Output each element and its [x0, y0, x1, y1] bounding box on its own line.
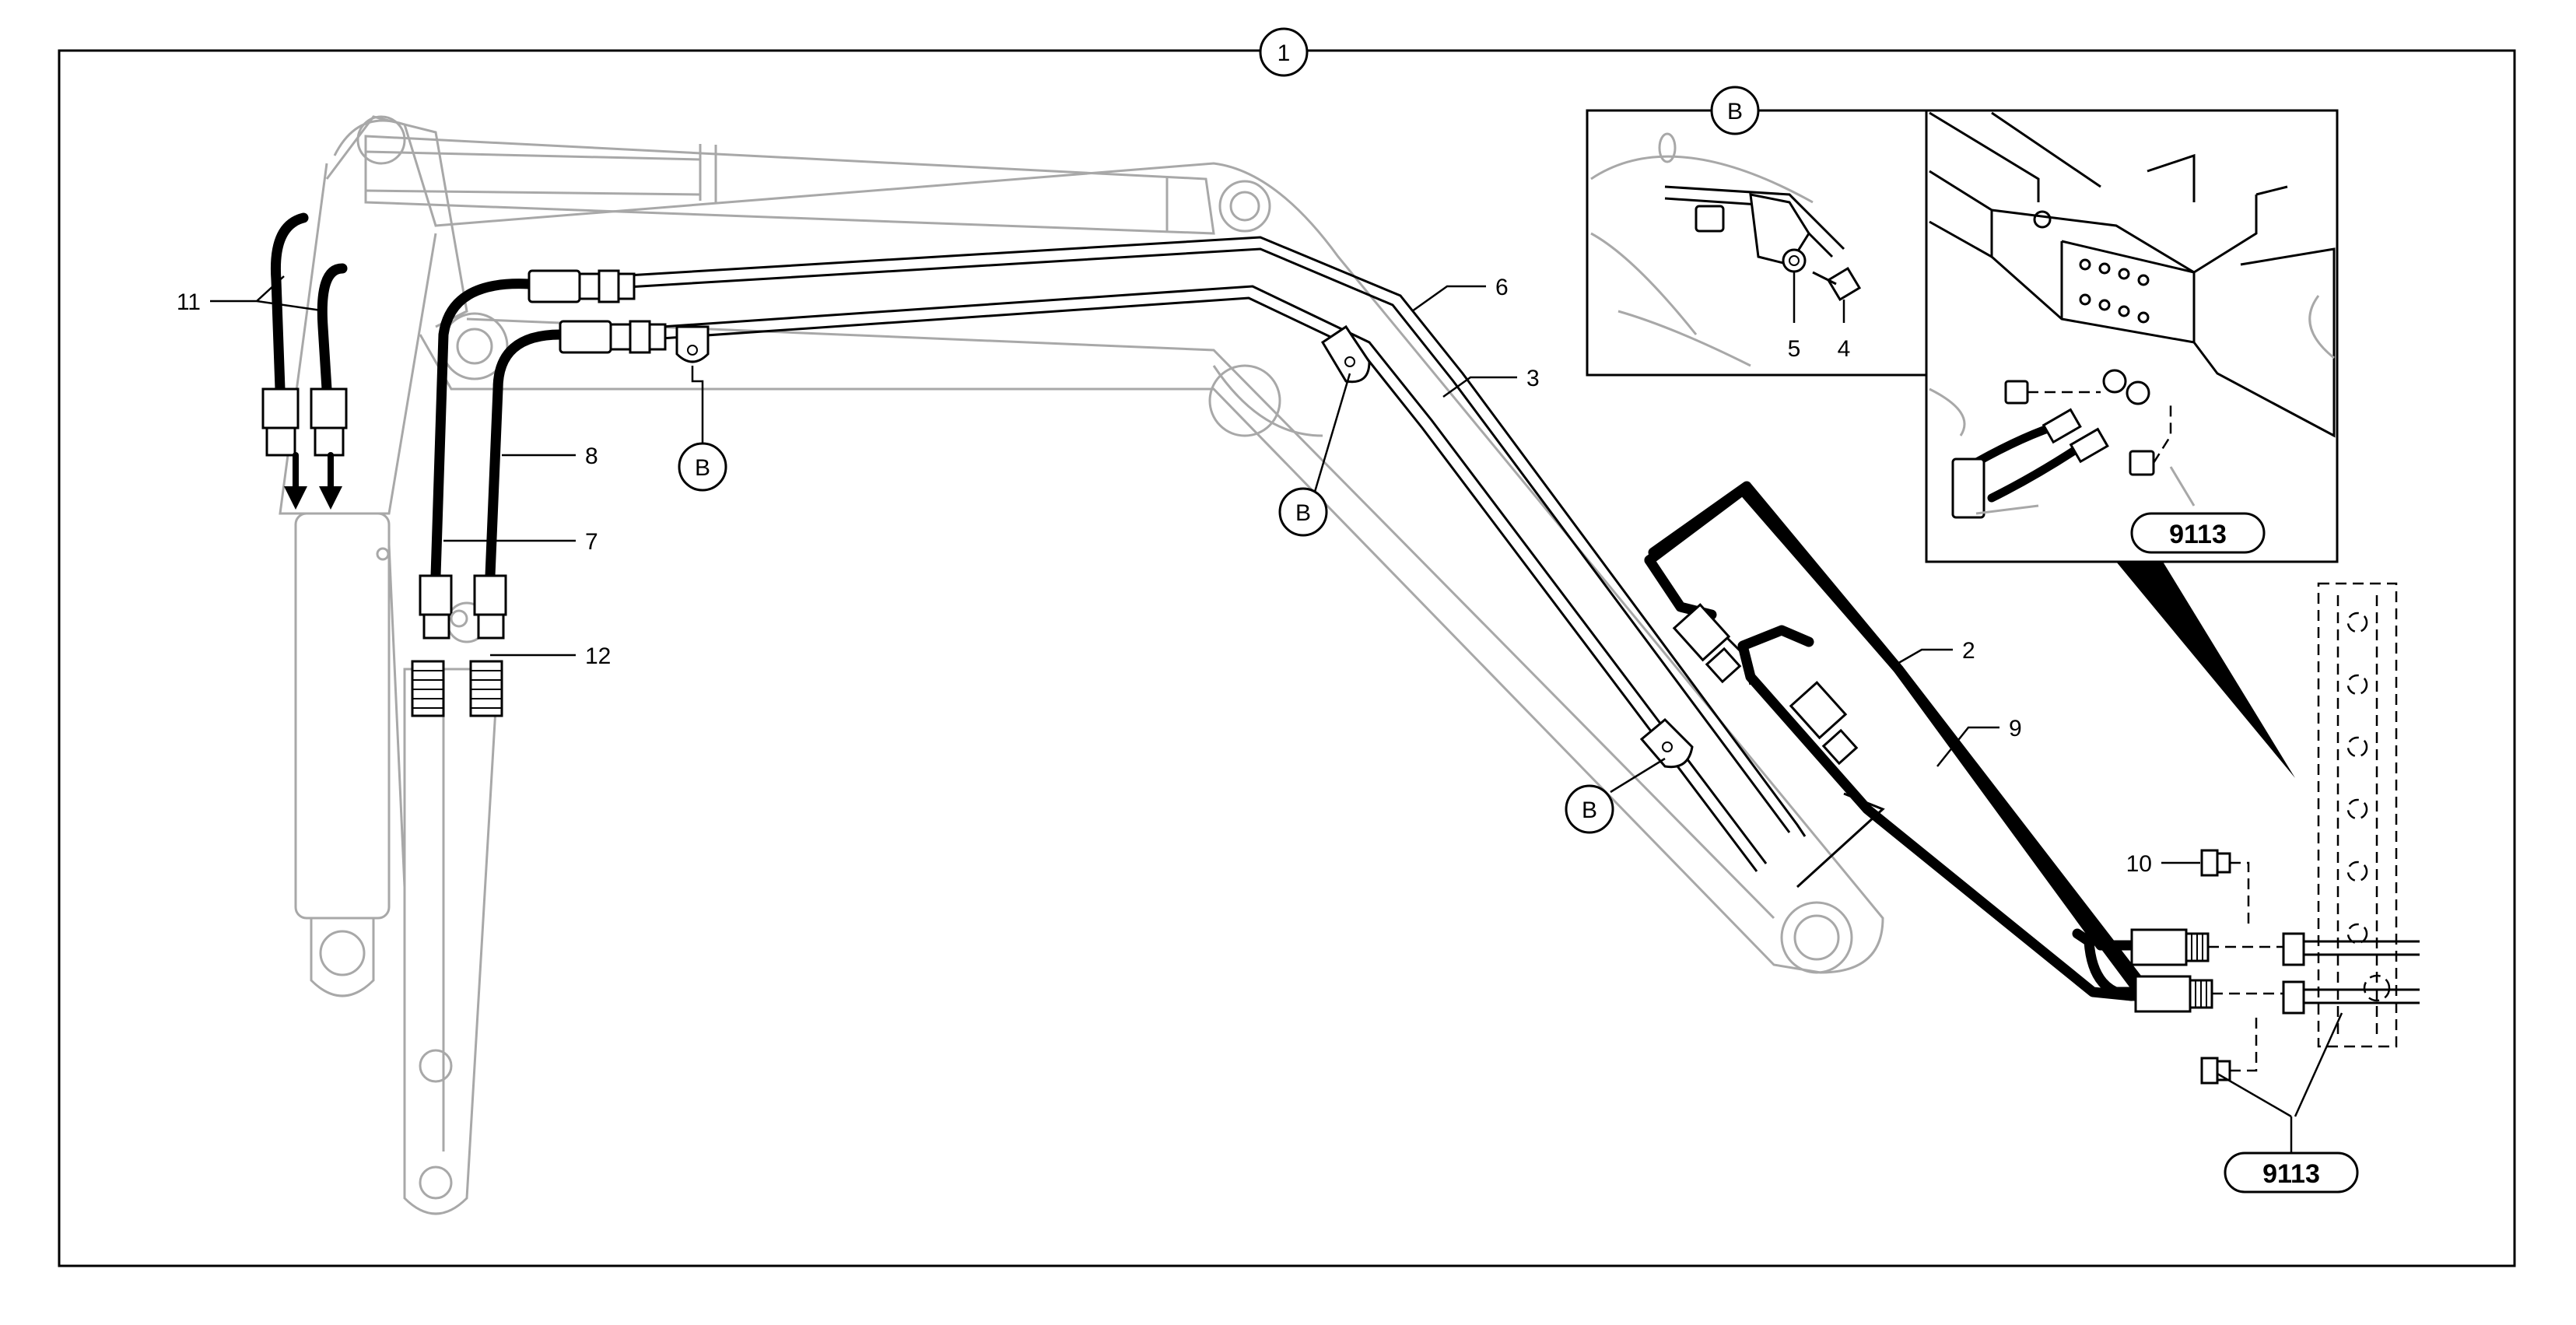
callout-7: 7 — [443, 529, 598, 555]
callout-number: 10 — [2126, 851, 2152, 877]
callout-number: 2 — [1962, 638, 1975, 664]
callout-5: 5 — [1788, 272, 1801, 362]
callout-11: 11 — [177, 275, 328, 315]
pipe-6 — [614, 236, 1807, 837]
hose-fittings-7-8 — [419, 574, 507, 640]
b-marker: B — [1565, 757, 1666, 834]
b-marker-label: B — [1295, 500, 1311, 526]
pipe-clip — [1320, 324, 1371, 384]
b-marker-label: B — [1582, 797, 1597, 823]
callout-number: 11 — [177, 289, 201, 315]
inset-reference-code: 9113 — [2169, 520, 2227, 549]
callout-number: 7 — [585, 529, 598, 555]
hose-9 — [1737, 625, 2137, 1001]
inline-fitting-upper — [1672, 603, 1742, 684]
upper-hose-fitting-a — [430, 269, 636, 581]
reference-code: 9113 — [2262, 1159, 2320, 1189]
callout-2: 2 — [1890, 638, 1975, 669]
end-fittings — [2130, 928, 2305, 1015]
figure-number-marker: 1 — [1259, 27, 1309, 77]
callout-4: 4 — [1838, 300, 1851, 362]
pipe-clip — [675, 325, 710, 363]
callout-number: 8 — [585, 443, 598, 469]
callout-number: 9 — [2009, 716, 2022, 741]
callout-12: 12 — [490, 643, 611, 669]
b-marker: B — [1278, 373, 1351, 537]
callout-8: 8 — [502, 443, 598, 469]
detail-b-title: B — [1727, 99, 1743, 124]
callout-6: 6 — [1411, 275, 1509, 313]
boom-structure — [279, 115, 1884, 1215]
callout-10: 10 — [2126, 851, 2200, 877]
detail-b-inset: B — [1586, 86, 1931, 377]
inline-fitting-lower — [1789, 681, 1859, 766]
callout-number: 6 — [1495, 275, 1509, 300]
hose-2-line — [1648, 481, 2137, 951]
callout-number: 12 — [585, 643, 611, 669]
callout-number: 5 — [1788, 336, 1801, 362]
upper-hose-fitting-b — [485, 320, 667, 581]
pipe-clip — [1639, 717, 1694, 769]
callout-3: 3 — [1442, 366, 1540, 398]
plug-10-upper — [2200, 849, 2250, 926]
coupler-closeup-inset: 9113 — [1925, 109, 2339, 778]
figure-number: 1 — [1277, 40, 1291, 66]
b-marker-label: B — [695, 455, 710, 481]
callout-number: 4 — [1838, 336, 1851, 362]
coupling-pair-12 — [411, 660, 503, 717]
reference-9113-bottom: 9113 — [2217, 1012, 2359, 1194]
callout-number: 3 — [1526, 366, 1540, 391]
plug-10-lower — [2200, 1011, 2258, 1085]
b-marker: B — [678, 366, 727, 492]
callout-9: 9 — [1936, 716, 2022, 767]
quick-coupler-block — [2304, 582, 2420, 1048]
hose-11 — [261, 212, 348, 510]
